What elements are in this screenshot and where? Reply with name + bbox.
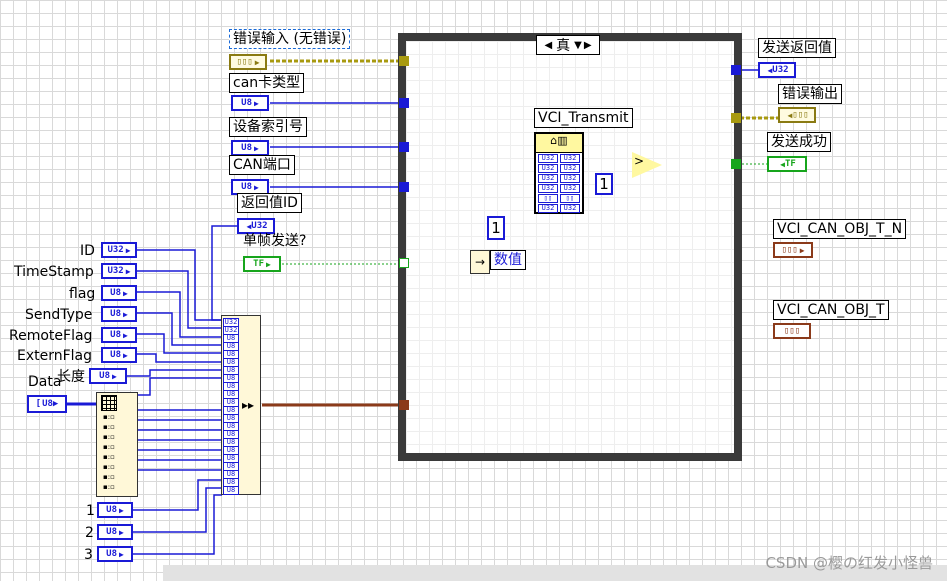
subvi-terminal-cell[interactable]: U32	[538, 204, 558, 213]
cluster-input-label: 长度	[57, 369, 85, 385]
subvi-terminal-cell[interactable]: U32	[560, 164, 580, 173]
can-port-terminal[interactable]: U8▶	[231, 179, 269, 195]
index-output-row: ▪:▫	[103, 443, 115, 451]
return-tunnel	[731, 65, 741, 75]
cluster-input-terminal[interactable]: U8▶	[101, 327, 137, 343]
selector-tunnel	[399, 258, 409, 268]
cluster-input-terminal[interactable]: U8▶	[101, 306, 137, 322]
cluster-input-label: ID	[80, 243, 95, 259]
bundle-icon: ▸▸	[242, 398, 255, 412]
data-array-terminal[interactable]: [U8▶	[27, 395, 67, 413]
decrement-arrow-icon[interactable]: ◀	[544, 39, 553, 51]
case-structure-frame[interactable]	[398, 33, 742, 461]
cluster-input-terminal[interactable]: U8▶	[97, 524, 133, 540]
cluster-input-terminal[interactable]: U8▶	[89, 368, 127, 384]
obj-n-terminal[interactable]: ▯▯▯▶	[773, 242, 813, 258]
device-index-tunnel	[399, 142, 409, 152]
cluster-input-label: 3	[84, 547, 93, 563]
index-array-node[interactable]: ▪:▫ ▪:▫ ▪:▫ ▪:▫ ▪:▫ ▪:▫ ▪:▫ ▪:▫	[96, 392, 138, 497]
send-success-label: 发送成功	[767, 132, 831, 152]
subvi-terminal-cell[interactable]: U32	[538, 154, 558, 163]
send-success-terminal[interactable]: ◀TF	[767, 156, 807, 172]
error-in-terminal[interactable]: ▯▯▯▶	[229, 54, 267, 70]
subvi-terminal-cell[interactable]: U32	[560, 174, 580, 183]
cluster-input-label: TimeStamp	[14, 264, 94, 280]
index-output-row: ▪:▫	[103, 413, 115, 421]
bundle-input-cell[interactable]: U8	[223, 486, 239, 495]
single-send-label: 单帧发送?	[243, 233, 307, 249]
send-return-terminal[interactable]: ◀U32	[758, 62, 796, 78]
can-port-label: CAN端口	[229, 155, 295, 175]
cluster-input-label: 1	[86, 503, 95, 519]
subvi-terminal-cell[interactable]: ▯▯	[560, 194, 580, 203]
subvi-terminal-cell[interactable]: U32	[538, 184, 558, 193]
case-selector-value: 真	[556, 38, 571, 54]
cluster-input-terminal[interactable]: U8▶	[97, 546, 133, 562]
index-output-row: ▪:▫	[103, 433, 115, 441]
subvi-icon: ⌂▥	[536, 134, 582, 153]
cluster-input-terminal[interactable]: U32▶	[101, 263, 137, 279]
single-send-terminal[interactable]: TF▶	[243, 256, 281, 272]
return-id-label: 返回值ID	[237, 193, 302, 213]
greater-than-icon: >	[634, 154, 645, 168]
can-port-tunnel	[399, 182, 409, 192]
success-tunnel	[731, 159, 741, 169]
subvi-terminal-cell[interactable]: U32	[538, 164, 558, 173]
send-return-label: 发送返回值	[758, 38, 836, 58]
increment-arrow-icon[interactable]: ▶	[583, 39, 592, 51]
subvi-terminal-cell[interactable]: U32	[560, 204, 580, 213]
can-type-terminal[interactable]: U8▶	[231, 95, 269, 111]
greater-than-node[interactable]	[632, 152, 662, 178]
subvi-terminal-cell[interactable]: ▯▯	[538, 194, 558, 203]
index-array-icon	[101, 395, 117, 411]
cluster-input-label: flag	[69, 286, 96, 302]
cluster-input-label: SendType	[25, 307, 93, 323]
cluster-input-terminal[interactable]: U32▶	[101, 242, 137, 258]
cluster-input-terminal[interactable]: U8▶	[97, 502, 133, 518]
device-index-label: 设备索引号	[229, 117, 307, 137]
constant-one[interactable]: 1	[487, 216, 505, 240]
index-output-row: ▪:▫	[103, 473, 115, 481]
error-out-tunnel	[731, 113, 741, 123]
cluster-input-terminal[interactable]: U8▶	[101, 347, 137, 363]
subvi-label: VCI_Transmit	[534, 108, 633, 128]
device-index-terminal[interactable]: U8▶	[231, 140, 269, 156]
subvi-terminal-cell[interactable]: U32	[538, 174, 558, 183]
index-output-row: ▪:▫	[103, 423, 115, 431]
watermark: CSDN @樱の红发小怪兽	[765, 554, 933, 572]
cluster-input-label: RemoteFlag	[9, 328, 93, 344]
value-probe-arrow-icon: →	[470, 250, 490, 274]
value-probe-label: 数值	[490, 250, 526, 270]
cluster-input-label: Data	[28, 374, 62, 390]
error-out-terminal[interactable]: ◀▯▯▯	[778, 107, 816, 123]
horizontal-scrollbar[interactable]	[163, 565, 947, 581]
error-out-label: 错误输出	[778, 84, 842, 104]
obj-label: VCI_CAN_OBJ_T	[773, 300, 889, 320]
obj-n-label: VCI_CAN_OBJ_T_N	[773, 219, 907, 239]
index-output-row: ▪:▫	[103, 453, 115, 461]
index-output-row: ▪:▫	[103, 463, 115, 471]
index-output-row: ▪:▫	[103, 483, 115, 491]
can-type-label: can卡类型	[229, 73, 305, 93]
case-selector[interactable]: ◀ 真 ▼ ▶	[536, 35, 600, 55]
case-structure-interior	[406, 41, 734, 453]
cluster-tunnel	[399, 400, 409, 410]
cluster-input-label: 2	[85, 525, 94, 541]
obj-terminal[interactable]: ▯▯▯	[773, 323, 811, 339]
constant-one[interactable]: 1	[595, 173, 613, 195]
error-in-tunnel	[399, 56, 409, 66]
cluster-input-label: ExternFlag	[17, 348, 93, 364]
subvi-terminal-cell[interactable]: U32	[560, 184, 580, 193]
return-id-terminal[interactable]: ◀U32	[237, 218, 275, 234]
subvi-terminal-cell[interactable]: U32	[560, 154, 580, 163]
dropdown-arrow-icon[interactable]: ▼	[574, 39, 582, 51]
cluster-input-terminal[interactable]: U8▶	[101, 285, 137, 301]
can-type-tunnel	[399, 98, 409, 108]
error-in-label: 错误输入 (无错误)	[229, 29, 351, 49]
